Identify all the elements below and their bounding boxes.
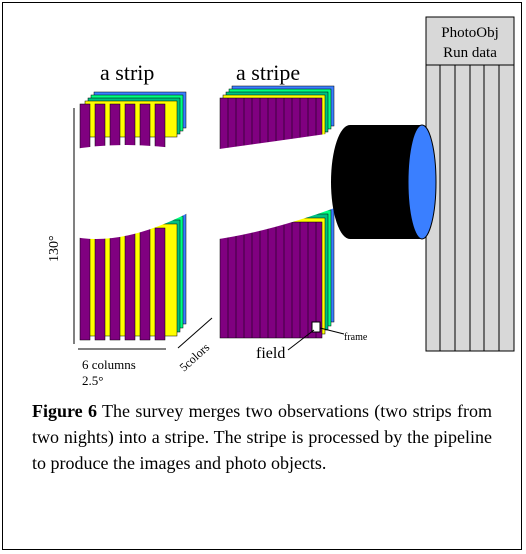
strip-label: a strip — [100, 60, 154, 85]
frame-label: frame — [344, 332, 368, 343]
photoobj-table: PhotoObj Run data — [425, 16, 515, 352]
field-cell — [311, 321, 321, 333]
stripe-gap — [212, 132, 340, 240]
annotations: a strip a stripe 130° 6 columns 2.5° 5co… — [47, 60, 368, 388]
field-label: field — [256, 345, 285, 362]
colors-line — [177, 317, 213, 349]
photoobj-title: PhotoObj — [441, 25, 499, 41]
columns-label: 6 columns — [82, 357, 136, 372]
caption-text: The survey merges two observations (two … — [32, 401, 492, 473]
width-angle-label: 2.5° — [82, 373, 103, 388]
field-pointer — [287, 329, 315, 351]
angle-label: 130° — [47, 235, 62, 262]
frame-pointer — [319, 327, 345, 335]
strip-gap — [70, 145, 190, 239]
strip-top-columns — [79, 103, 166, 153]
strip-bottom-columns — [79, 227, 166, 341]
pipeline-cylinder — [331, 124, 437, 240]
figure-number: Figure 6 — [32, 401, 97, 421]
figure-caption: Figure 6 The survey merges two observati… — [32, 398, 492, 476]
stripe-label: a stripe — [236, 60, 300, 85]
stripe-group — [212, 85, 340, 339]
strip-group — [70, 91, 190, 341]
photoobj-subtitle: Run data — [443, 45, 497, 61]
